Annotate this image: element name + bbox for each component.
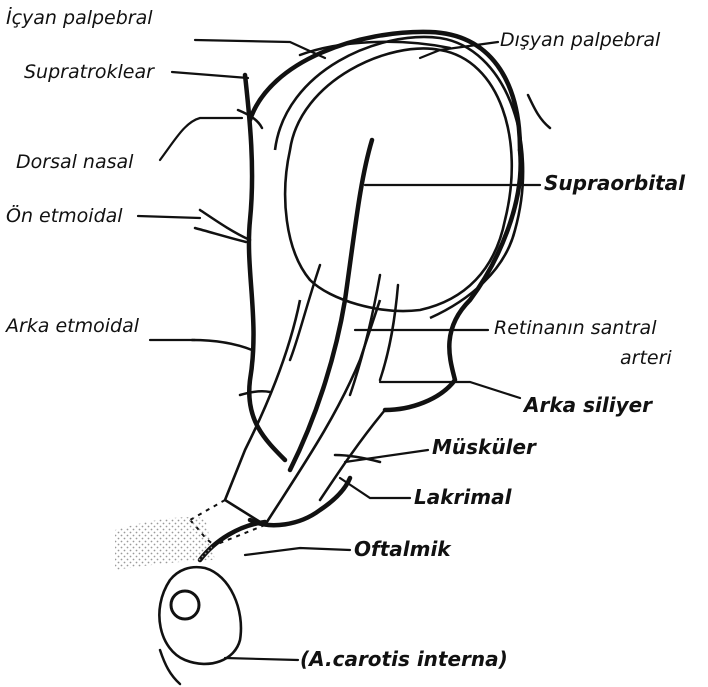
central-retinal-artery [290, 140, 398, 470]
nasal-branches [192, 75, 285, 460]
label-icyan-palpebral: İçyan palpebral [6, 6, 153, 29]
label-supratroklear: Supratroklear [24, 61, 155, 83]
label-on-etmoidal: Ön etmoidal [6, 204, 123, 227]
label-arka-etmoidal: Arka etmoidal [4, 315, 140, 337]
ophthalmic-trunk [115, 478, 350, 570]
carotis-interna [159, 567, 241, 684]
labels: İçyan palpebral Supratroklear Dorsal nas… [4, 6, 686, 671]
label-retina-line1: Retinanın santral [494, 317, 657, 339]
label-oftalmik: Oftalmik [354, 537, 452, 561]
label-muskuler: Müsküler [432, 435, 537, 459]
label-lakrimal: Lakrimal [414, 485, 513, 509]
label-arka-siliyer: Arka siliyer [522, 393, 653, 417]
label-disyan-palpebral: Dışyan palpebral [500, 29, 661, 51]
label-supraorbital: Supraorbital [544, 171, 686, 195]
label-retina-line2: arteri [620, 347, 672, 369]
label-dorsal-nasal: Dorsal nasal [16, 151, 134, 173]
label-carotis-interna: (A.carotis interna) [300, 647, 508, 671]
palpebral-arcades [250, 32, 520, 150]
optic-nerve [190, 300, 380, 545]
